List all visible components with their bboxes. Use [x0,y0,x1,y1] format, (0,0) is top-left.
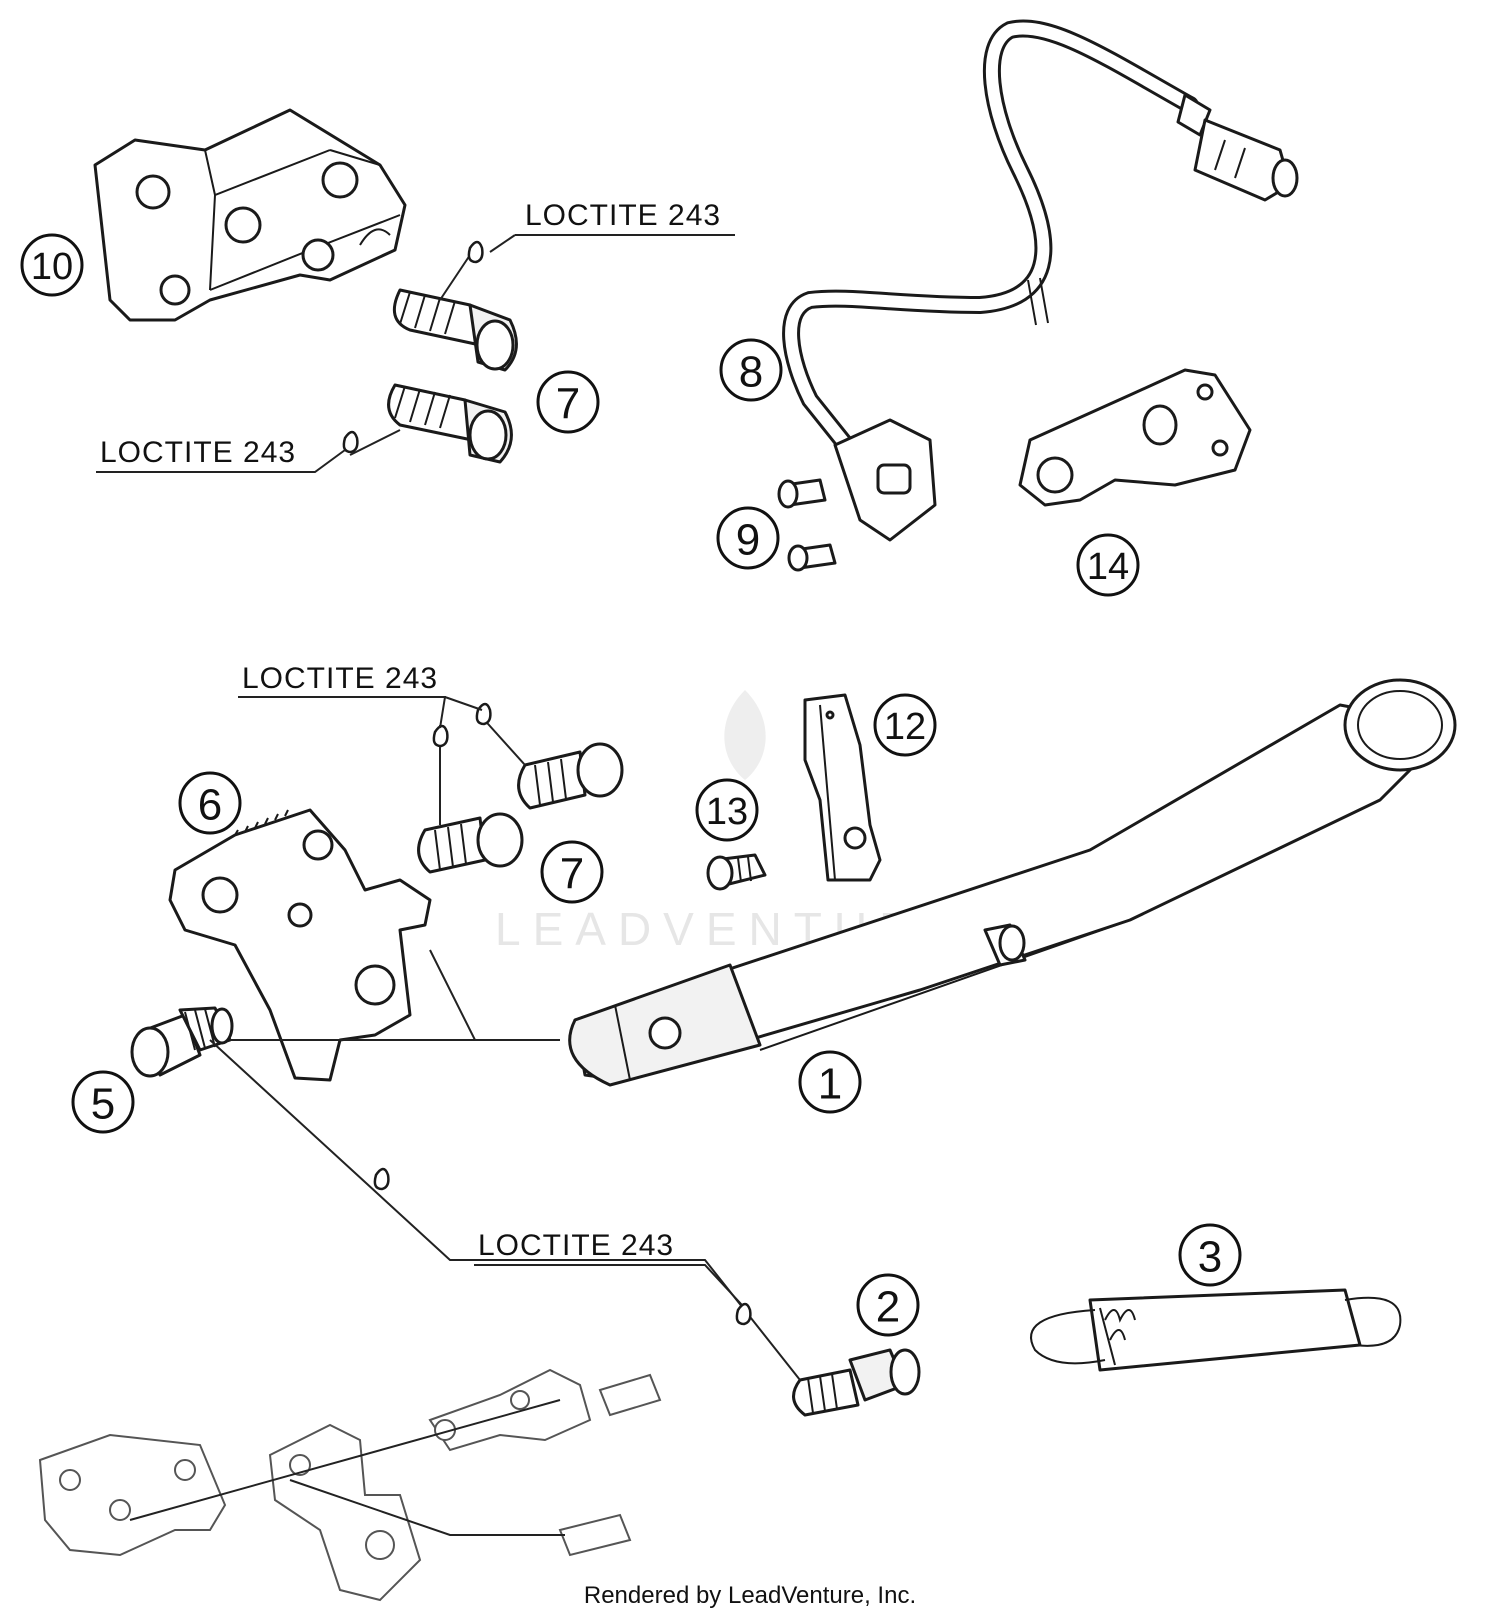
loctite-drops [342,240,752,1326]
bolt-middle-2 [417,812,524,874]
callout-label: 7 [560,850,584,899]
callout-1: 1 [798,1050,862,1114]
part-13-screw [706,853,767,891]
bolt-upper-1 [392,288,518,372]
note-text: LOCTITE 243 [478,1229,674,1262]
part-3-spring [1030,1288,1402,1372]
callout-3: 3 [1178,1223,1242,1287]
part-9-screws [777,478,837,572]
callout-6: 6 [178,771,242,835]
part-6-stand-bracket [168,808,432,1082]
callout-14: 14 [1076,533,1140,597]
callout-label: 13 [706,791,748,833]
callout-5: 5 [71,1070,135,1134]
note-loctite-4: LOCTITE 243 [474,1229,743,1306]
callout-12: 12 [873,693,937,757]
drop-6 [735,1302,752,1326]
credit-text: Rendered by LeadVenture, Inc. [583,1582,917,1609]
note-text: LOCTITE 243 [100,436,296,469]
callout-2: 2 [856,1273,920,1337]
drop-3 [432,724,449,748]
part-14-plate [1018,368,1252,507]
part-8-sensor-cable [782,19,1299,542]
callout-label: 2 [876,1283,900,1332]
note-text: LOCTITE 243 [242,662,438,695]
callout-label: 1 [818,1060,842,1109]
callout-8: 8 [719,338,783,402]
drop-5 [373,1167,390,1191]
bolt-upper-2 [387,383,513,464]
callout-label: 10 [31,246,73,288]
callout-label: 12 [884,706,926,748]
note-loctite-1: LOCTITE 243 [489,199,735,253]
callout-label: 14 [1087,546,1129,588]
bolt-middle-1 [517,742,624,810]
callout-label: 7 [556,380,580,429]
callout-label: 9 [736,516,760,565]
drop-4 [475,702,492,726]
part-5-bushing [130,1006,234,1078]
callout-13: 13 [695,778,759,842]
part-2-pivot-bolt [792,1348,921,1417]
drop-1 [467,240,484,264]
drop-2 [342,430,359,454]
callout-label: 6 [198,781,222,830]
part-12-bracket [803,693,882,882]
part-10-bracket [93,108,407,322]
callout-label: 3 [1198,1233,1222,1282]
callout-7-upper: 7 [536,370,600,434]
part-1-side-stand [568,678,1457,1087]
callout-9: 9 [716,506,780,570]
note-text: LOCTITE 243 [525,199,721,232]
note-loctite-3: LOCTITE 243 [238,662,483,729]
note-loctite-2: LOCTITE 243 [96,436,346,473]
callout-10: 10 [20,233,84,297]
overview-assembly [38,1368,662,1602]
callout-label: 5 [91,1080,115,1129]
callout-7-middle: 7 [540,840,604,904]
callout-label: 8 [739,348,763,397]
